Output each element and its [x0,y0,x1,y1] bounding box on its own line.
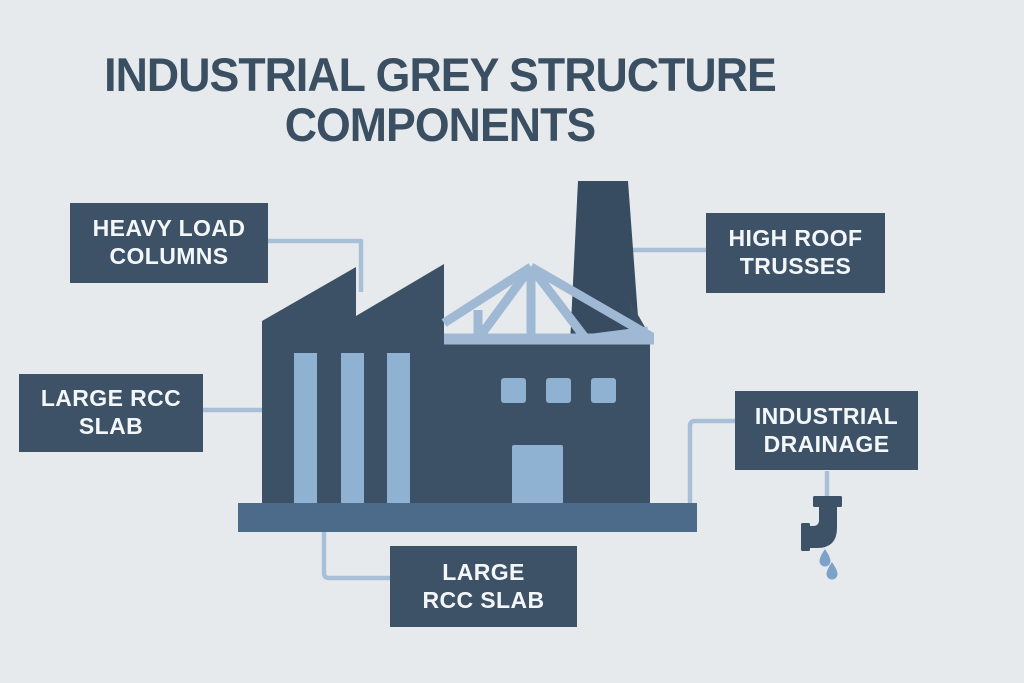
drain-pipe-icon [801,496,842,551]
water-drop [826,562,838,580]
label-line: DRAINAGE [763,430,890,457]
truss-diagonal [527,264,590,342]
label-line: INDUSTRIAL [754,402,899,429]
label-large-rcc-slab-left: LARGE RCC SLAB [19,374,203,452]
label-line: SLAB [78,413,144,439]
connector-drainage [687,418,736,506]
truss-diagonal [474,264,535,342]
truss-left-chord [441,263,534,327]
pipe-flange-left [801,523,810,551]
truss-right-chord [528,263,655,341]
title-line-2: COMPONENTS [284,97,596,151]
pipe-flange-top [813,496,842,507]
label-line: HIGH ROOF [728,225,863,252]
page-title: INDUSTRIAL GREY STRUCTURE COMPONENTS [74,50,806,150]
water-drops-icon [819,549,838,580]
label-line: RCC SLAB [422,586,545,613]
connector-lines [203,238,830,581]
column [341,353,364,506]
door [512,445,563,506]
windows [501,378,616,403]
label-line: LARGE RCC [40,385,182,412]
label-line: COLUMNS [109,243,229,269]
label-industrial-drainage: INDUSTRIAL DRAINAGE [735,391,918,470]
label-line: TRUSSES [739,253,852,279]
label-large-rcc-slab-bottom: LARGE RCC SLAB [390,546,577,627]
window [591,378,616,403]
label-high-roof-trusses: HIGH ROOF TRUSSES [706,213,885,293]
title-line-1: INDUSTRIAL GREY STRUCTURE [104,48,777,101]
connector-heavy-load [268,238,364,292]
slab-base-icon [238,503,697,532]
label-heavy-load-columns: HEAVY LOAD COLUMNS [70,203,268,283]
window [501,378,526,403]
column [387,353,410,506]
connector-rcc-bottom [321,528,390,581]
label-line: LARGE [442,558,525,585]
water-drop [819,549,831,567]
roof-truss-icon [441,263,655,345]
column [294,353,317,506]
columns-icon [294,353,410,506]
window [546,378,571,403]
label-line: HEAVY LOAD [92,215,246,242]
pipe-elbow [810,507,837,548]
